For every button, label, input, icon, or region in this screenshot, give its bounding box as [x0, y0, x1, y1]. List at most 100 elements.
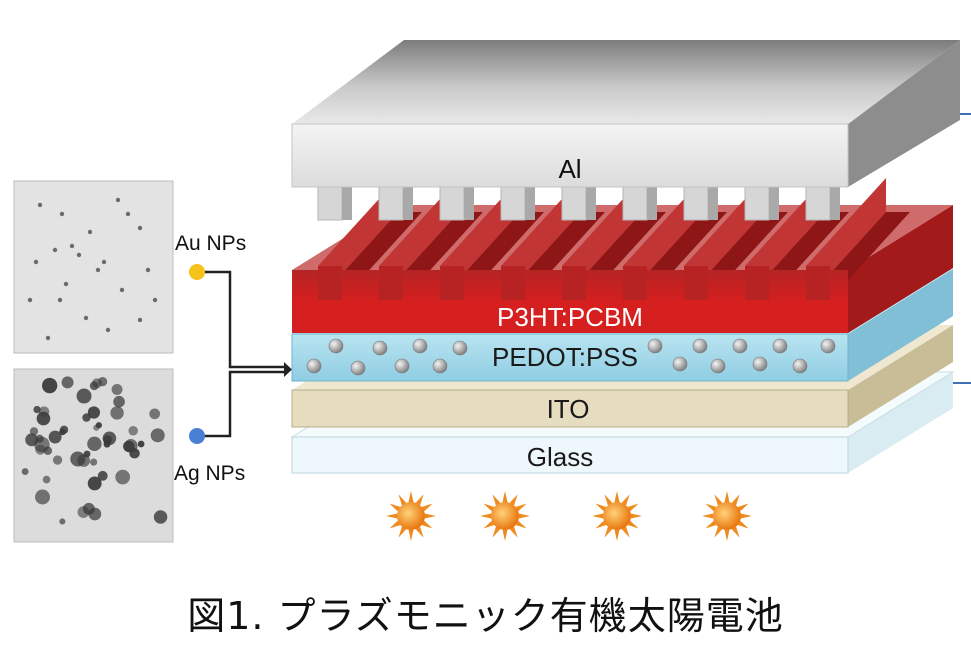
al-tooth-shade — [464, 187, 474, 220]
arrow-head — [284, 362, 292, 377]
tem-blob — [25, 433, 39, 447]
p3ht-ridge-front — [562, 266, 586, 300]
al-tooth-shade — [586, 187, 596, 220]
tem-speck — [115, 197, 121, 203]
tem-blob — [103, 440, 111, 448]
p3ht-ridge-front — [684, 266, 708, 300]
tem-blob — [48, 430, 62, 444]
label-ag-nps: Ag NPs — [174, 462, 246, 485]
nanoparticle-beads — [306, 338, 836, 376]
label-glass: Glass — [527, 442, 593, 472]
tem-speck — [137, 225, 143, 231]
layer-al — [291, 40, 960, 221]
tem-image-au-nps — [13, 180, 174, 354]
tem-speck — [76, 252, 82, 258]
nanoparticle-bead — [820, 338, 836, 354]
tem-blob — [137, 440, 145, 448]
p3ht-ridge-front — [379, 266, 403, 300]
tem-blob — [115, 469, 131, 485]
tem-speck — [152, 297, 158, 303]
nanoparticle-bead — [672, 356, 688, 372]
p3ht-ridge-front — [501, 266, 525, 300]
tem-blob — [92, 378, 102, 389]
al-tooth — [317, 186, 343, 221]
tem-speck — [105, 327, 111, 333]
tem-speck — [27, 297, 33, 303]
p3ht-ridge-front — [806, 266, 830, 300]
tem-blob — [128, 426, 138, 436]
al-tooth-shade — [403, 187, 413, 220]
tem-blob — [76, 388, 92, 404]
tem-blob — [93, 424, 100, 431]
al-tooth-shade — [342, 187, 352, 220]
al-tooth — [744, 186, 770, 221]
nanoparticle-bead — [350, 360, 366, 376]
sun-icon — [386, 491, 436, 541]
nanoparticle-bead — [772, 338, 788, 354]
figure-caption: 図1. プラズモニック有機太陽電池 — [187, 594, 784, 638]
p3ht-ridge-front — [623, 266, 647, 300]
tem-speck — [59, 211, 65, 217]
tem-speck — [137, 317, 143, 323]
tem-speck — [101, 259, 107, 265]
tem-speck — [45, 335, 51, 341]
label-au-nps: Au NPs — [175, 232, 247, 255]
al-tooth — [683, 186, 709, 221]
al-tooth — [561, 186, 587, 221]
al-tooth — [500, 186, 526, 221]
tem-blob — [87, 406, 101, 419]
tem-speck — [145, 267, 151, 273]
p3ht-ridge-front — [318, 266, 342, 300]
au-dot — [189, 264, 205, 280]
tem-blob — [87, 436, 102, 452]
tem-blob — [29, 427, 39, 436]
sun-icon — [592, 491, 642, 541]
al-tooth — [378, 186, 404, 221]
nanoparticle-bead — [372, 340, 388, 356]
tem-blob — [61, 376, 74, 389]
tem-speck — [52, 247, 58, 253]
al-tooth-shade — [647, 187, 657, 220]
tem-blob — [21, 468, 29, 476]
al-tooth — [439, 186, 465, 221]
al-tooth-shade — [769, 187, 779, 220]
tem-speck — [37, 202, 43, 208]
tem-blob — [153, 510, 168, 524]
layer-p3ht-pcbm — [292, 178, 953, 333]
nanoparticle-bead — [752, 356, 768, 372]
tem-speck — [87, 229, 93, 235]
label-al: Al — [558, 154, 581, 184]
tem-blob — [113, 395, 125, 408]
al-tooth — [805, 186, 831, 221]
tem-blob — [110, 406, 124, 420]
tem-speck — [63, 281, 69, 287]
tem-blob — [149, 408, 161, 420]
al-tooth-shade — [830, 187, 840, 220]
tem-blob — [90, 458, 98, 466]
tem-speck — [95, 267, 101, 273]
tem-blob — [59, 518, 66, 525]
tem-blob — [41, 377, 58, 394]
tem-blob — [59, 425, 69, 434]
nanoparticle-bead — [412, 338, 428, 354]
tem-blob — [52, 455, 63, 465]
ag-dot — [189, 428, 205, 444]
al-tooth — [622, 186, 648, 221]
tem-speck — [33, 259, 39, 265]
tem-blob — [111, 383, 123, 395]
tem-blob — [150, 428, 165, 443]
tem-speck — [57, 297, 63, 303]
tem-blob — [42, 475, 51, 484]
nanoparticle-bead — [452, 340, 468, 356]
nanoparticle-bead — [647, 338, 663, 354]
tem-speck — [83, 315, 89, 321]
nanoparticle-bead — [328, 338, 344, 354]
p3ht-ridge-front — [745, 266, 769, 300]
sun-icon — [480, 491, 530, 541]
tem-blob — [35, 434, 44, 443]
tem-speck — [69, 243, 75, 249]
nanoparticle-bead — [732, 338, 748, 354]
tem-blob — [35, 444, 46, 455]
nanoparticle-bead — [792, 358, 808, 374]
tem-blob — [123, 440, 135, 453]
